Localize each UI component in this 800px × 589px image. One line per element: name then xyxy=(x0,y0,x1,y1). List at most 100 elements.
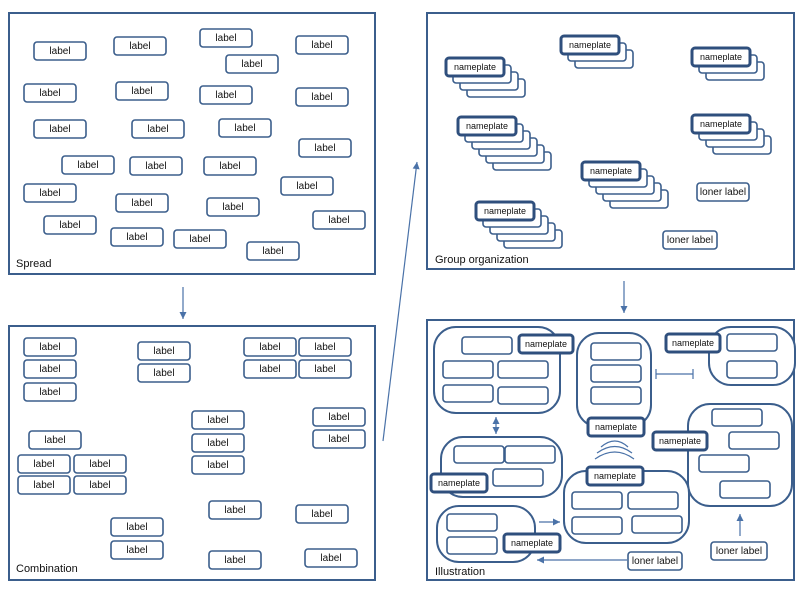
blank-label-box xyxy=(631,515,683,534)
label-text: label xyxy=(49,46,70,57)
blank-label-box xyxy=(590,386,642,405)
blank-label-box xyxy=(492,468,544,487)
label-text: label xyxy=(224,555,245,566)
label-box-outline xyxy=(312,210,366,230)
group-organization-title: Group organization xyxy=(435,254,529,266)
label-box-outline xyxy=(33,119,87,139)
label-box-outline xyxy=(191,410,245,430)
label-text: label xyxy=(207,438,228,449)
label-box-outline xyxy=(23,359,77,379)
nameplate-stack: nameplate xyxy=(517,333,575,355)
combination-label: label xyxy=(191,410,245,430)
label-box-outline xyxy=(23,183,77,203)
blank-label-box xyxy=(446,536,498,555)
nameplate-outline xyxy=(651,430,709,452)
spread-label: label xyxy=(131,119,185,139)
label-box-outline xyxy=(295,504,349,524)
combination-label: label xyxy=(73,454,127,474)
combination-labels: label label label label label label label label… xyxy=(17,337,366,570)
label-text: label xyxy=(328,434,349,445)
label-box-outline xyxy=(33,41,87,61)
label-text: label xyxy=(147,124,168,135)
label-text: loner label xyxy=(716,546,762,557)
nameplate-outline xyxy=(586,416,646,438)
blank-label-outline xyxy=(728,431,780,450)
label-box-outline xyxy=(243,359,297,379)
label-text: label xyxy=(153,346,174,357)
nameplate-text: nameplate xyxy=(672,338,714,348)
combination-label: label xyxy=(110,517,164,537)
blank-label-box xyxy=(504,445,556,464)
spread-label: label xyxy=(298,138,352,158)
label-text: label xyxy=(259,342,280,353)
label-box-outline xyxy=(23,337,77,357)
blank-label-outline xyxy=(461,336,513,355)
spread-label: label xyxy=(33,119,87,139)
blank-label-box xyxy=(442,360,494,379)
combination-label: label xyxy=(243,359,297,379)
nameplate-text: nameplate xyxy=(438,478,480,488)
label-box-outline xyxy=(627,551,683,571)
spread-label: label xyxy=(129,156,183,176)
blank-label-outline xyxy=(446,536,498,555)
spread-label: label xyxy=(225,54,279,74)
nameplate-stack: nameplate xyxy=(690,46,765,81)
arrow-head xyxy=(537,556,544,564)
combination-label: label xyxy=(191,433,245,453)
blank-label-box xyxy=(446,513,498,532)
nameplate-stack: nameplate xyxy=(586,416,646,438)
label-box-outline xyxy=(312,407,366,427)
label-text: label xyxy=(215,33,236,44)
spread-label: label xyxy=(33,41,87,61)
flow-arrows xyxy=(179,161,744,564)
label-text: label xyxy=(126,232,147,243)
spread-label: label xyxy=(199,28,253,48)
signal-arc xyxy=(594,451,635,460)
spread-label: label xyxy=(206,197,260,217)
label-box-outline xyxy=(295,87,349,107)
spread-label: label xyxy=(23,83,77,103)
nameplate-stack: nameplate xyxy=(690,113,772,155)
label-text: label xyxy=(296,181,317,192)
nameplate-text: nameplate xyxy=(700,119,742,129)
spread-label: label xyxy=(43,215,97,235)
blank-label-outline xyxy=(590,364,642,383)
combination-label: label xyxy=(304,548,358,568)
combination-label: label xyxy=(312,429,366,449)
arrow-head xyxy=(492,417,500,424)
loner-label: loner label xyxy=(710,541,768,561)
label-box-outline xyxy=(23,83,77,103)
combination-label: label xyxy=(295,504,349,524)
nameplate-outline xyxy=(585,465,645,487)
arrow-group1-group5 xyxy=(492,417,500,434)
nameplate-stack: nameplate xyxy=(664,332,722,354)
arrow-head xyxy=(553,518,560,526)
spread-label: label xyxy=(295,35,349,55)
blank-label-outline xyxy=(492,468,544,487)
label-box-outline xyxy=(225,54,279,74)
label-box-outline xyxy=(199,28,253,48)
combination-label: label xyxy=(23,337,77,357)
nameplate-stack: nameplate xyxy=(429,472,489,494)
label-box-outline xyxy=(110,540,164,560)
label-text: label xyxy=(44,435,65,446)
label-box-outline xyxy=(312,429,366,449)
label-box-outline xyxy=(23,382,77,402)
blank-label-outline xyxy=(590,342,642,361)
label-box-outline xyxy=(298,359,352,379)
label-box-outline xyxy=(115,81,169,101)
arrow-head xyxy=(179,312,187,319)
label-text: label xyxy=(39,364,60,375)
blank-label-box xyxy=(590,364,642,383)
label-box-outline xyxy=(115,193,169,213)
loner-label: loner label xyxy=(696,182,750,202)
blank-label-box xyxy=(442,384,494,403)
nameplate-outline xyxy=(444,56,506,78)
label-text: label xyxy=(126,522,147,533)
blank-label-outline xyxy=(453,445,505,464)
blank-label-box xyxy=(719,480,771,499)
blank-label-outline xyxy=(631,515,683,534)
illustration-items: nameplatenameplatenameplatenameplatename… xyxy=(429,326,796,571)
combination-title: Combination xyxy=(16,563,78,575)
